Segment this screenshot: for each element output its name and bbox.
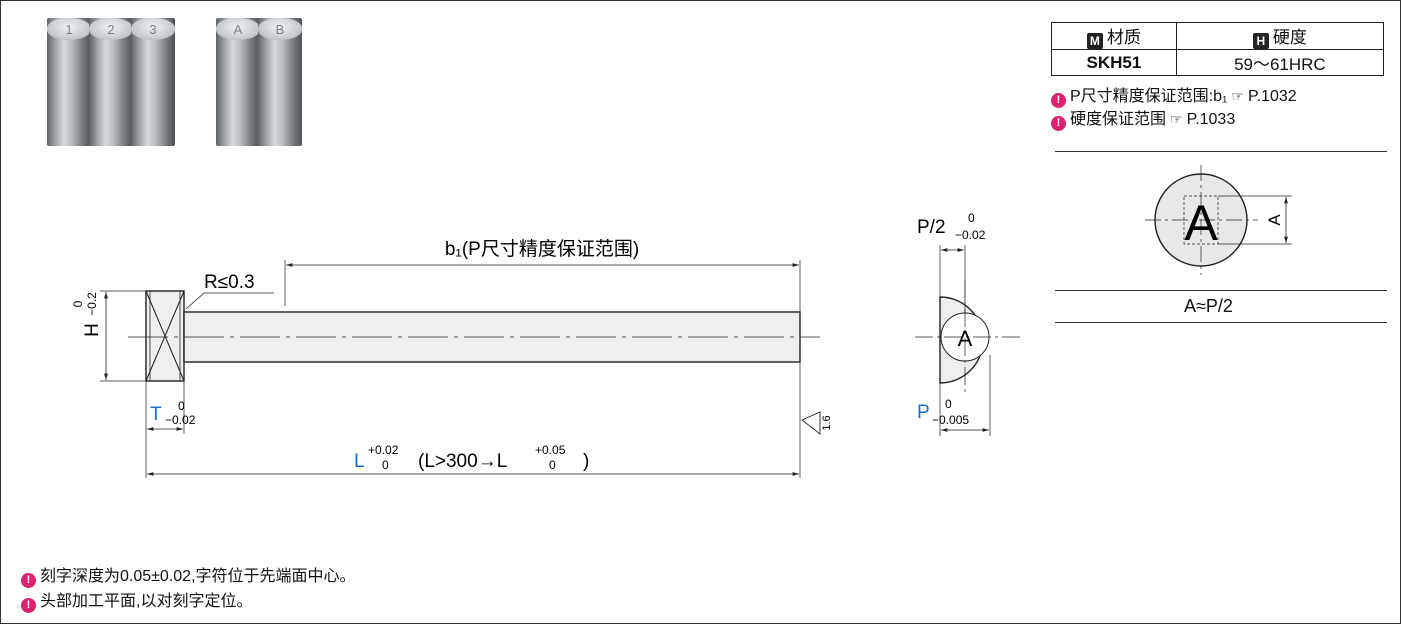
svg-text:A: A	[1265, 214, 1284, 226]
l-tol-lower: 0	[382, 458, 389, 472]
svg-text:H: H	[82, 323, 103, 337]
pin-rod: A	[216, 18, 260, 146]
p2-tol-lower: −0.02	[955, 228, 986, 242]
engraved-face: A	[216, 18, 260, 40]
l-cond-upper: +0.05	[535, 443, 566, 457]
pin-rod: 2	[89, 18, 133, 146]
b1-label: b₁(P尺寸精度保证范围)	[445, 238, 639, 260]
engraved-face: B	[258, 18, 302, 40]
ref-link[interactable]: P.1032	[1247, 88, 1297, 105]
end-view-dim: A	[1265, 214, 1284, 226]
bulb-icon: !	[1051, 93, 1066, 108]
svg-text:−0.2: −0.2	[85, 292, 99, 316]
note-head-flat: !头部加工平面,以对刻字定位。	[21, 587, 252, 613]
divider	[1055, 322, 1387, 323]
end-view-note: A≈P/2	[1184, 296, 1233, 316]
pointing-hand-icon: ☞	[1170, 111, 1183, 127]
pin-rod: 3	[131, 18, 175, 146]
product-photo-numbers: 1 2 3	[47, 18, 177, 146]
pointing-hand-icon: ☞	[1231, 88, 1244, 104]
l-cond-lower: 0	[549, 458, 556, 472]
m-icon: M	[1086, 33, 1103, 49]
divider	[1055, 151, 1387, 152]
t-label: T	[150, 404, 162, 425]
ref-link[interactable]: P.1033	[1186, 111, 1236, 128]
product-photo-letters: A B	[216, 18, 304, 146]
p2-tol-upper: 0	[968, 211, 975, 225]
h-dimension-label: H 0 −0.2	[71, 292, 103, 337]
ref-hardness: !硬度保证范围☞P.1033	[1051, 105, 1235, 131]
material-value: SKH51	[1051, 49, 1177, 76]
svg-text:0: 0	[71, 300, 85, 307]
h-icon: H	[1252, 33, 1269, 49]
l-tol-upper: +0.02	[368, 443, 399, 457]
hardness-value: 59～61HRC	[1175, 49, 1385, 76]
bulb-icon: !	[21, 598, 36, 613]
svg-text:1.6: 1.6	[821, 415, 833, 430]
ref-precision: !P尺寸精度保证范围:b₁☞P.1032	[1051, 82, 1297, 108]
center-letter: A	[958, 326, 973, 351]
p-label: P	[917, 402, 930, 423]
end-view-letter: A	[1184, 195, 1218, 251]
p-tol-upper: 0	[945, 397, 952, 411]
roughness-symbol: 1.6	[821, 415, 833, 430]
radius-label: R≤0.3	[204, 272, 255, 293]
l-condition: (L>300→L	[418, 451, 507, 472]
pin-rod: 1	[47, 18, 91, 146]
bulb-icon: !	[1051, 116, 1066, 131]
note-engraving-depth: !刻字深度为0.05±0.02,字符位于先端面中心。	[21, 562, 356, 588]
t-tol-upper: 0	[178, 399, 185, 413]
engraved-face: 1	[47, 18, 91, 40]
divider	[1055, 290, 1387, 291]
p2-label: P/2	[917, 217, 946, 238]
engraved-face: 3	[131, 18, 175, 40]
l-label: L	[354, 451, 365, 472]
p-tol-lower: −0.005	[932, 413, 969, 427]
t-tol-lower: −0.02	[165, 413, 196, 427]
engraved-face: 2	[89, 18, 133, 40]
l-cond-close: )	[583, 451, 589, 472]
bulb-icon: !	[21, 573, 36, 588]
pin-rod: B	[258, 18, 302, 146]
